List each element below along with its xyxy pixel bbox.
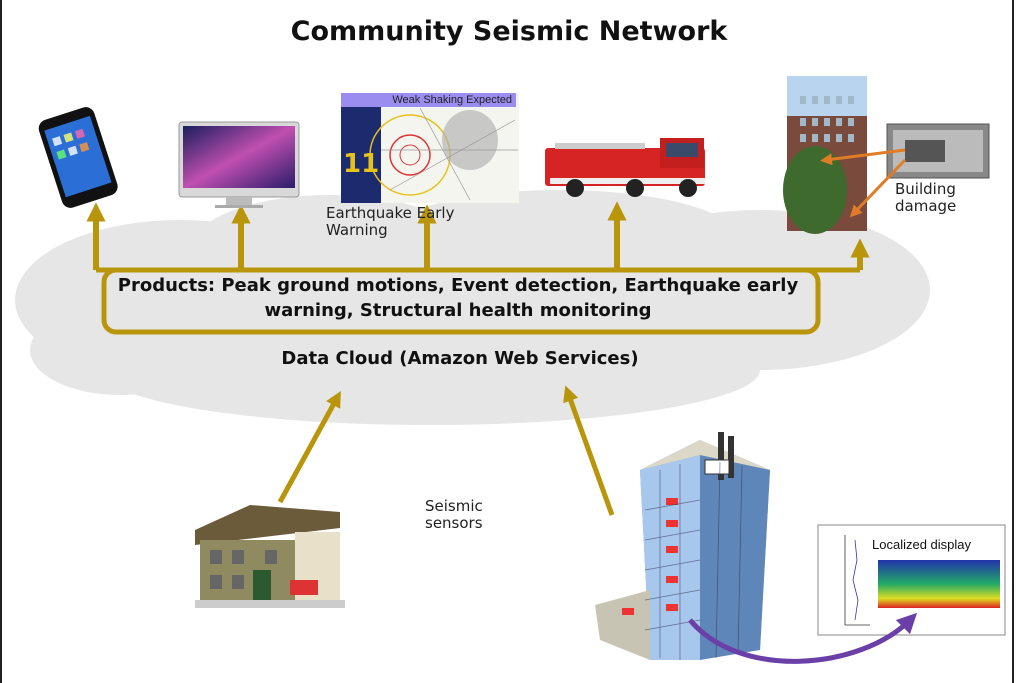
smartphone-icon xyxy=(38,107,118,208)
instrumented-building-icon xyxy=(595,432,770,660)
building-damage-line2: damage xyxy=(895,197,957,215)
eew-label-line1: Earthquake Early xyxy=(326,204,455,222)
eew-header: Weak Shaking Expected xyxy=(341,93,516,107)
diagram-title: Community Seismic Network xyxy=(290,16,728,47)
products-text: Products: Peak ground motions, Event det… xyxy=(108,273,808,323)
products-line1: Products: Peak ground motions, Event det… xyxy=(117,275,799,296)
eew-countdown: 11 xyxy=(343,149,380,179)
products-line2: warning, Structural health monitoring xyxy=(264,300,652,321)
building-damage-line1: Building xyxy=(895,180,956,198)
damaged-building-photo xyxy=(783,76,990,234)
eew-label-line2: Warning xyxy=(326,221,388,239)
localized-display-panel xyxy=(817,524,1006,636)
output-arrows xyxy=(86,201,870,270)
display-arrow xyxy=(688,612,918,664)
arrow-house-to-cloud xyxy=(277,390,341,504)
damage-arrows xyxy=(820,148,907,218)
fire-truck-icon xyxy=(545,138,705,197)
eew-label: Earthquake Early Warning xyxy=(326,205,454,239)
seismic-sensors-label: Seismic sensors xyxy=(425,498,483,532)
house-sensor-icon xyxy=(195,505,345,608)
sensor-arrows xyxy=(277,385,615,516)
data-cloud-label: Data Cloud (Amazon Web Services) xyxy=(281,348,639,369)
seismic-sensors-line2: sensors xyxy=(425,514,483,532)
earthquake-warning-map xyxy=(341,93,519,203)
desktop-computer-icon xyxy=(178,121,300,208)
data-cloud xyxy=(15,190,930,425)
building-damage-label: Building damage xyxy=(895,181,956,215)
seismic-sensors-line1: Seismic xyxy=(425,497,483,515)
localized-display-title: Localized display xyxy=(872,537,972,552)
arrow-building-to-cloud xyxy=(563,385,615,516)
